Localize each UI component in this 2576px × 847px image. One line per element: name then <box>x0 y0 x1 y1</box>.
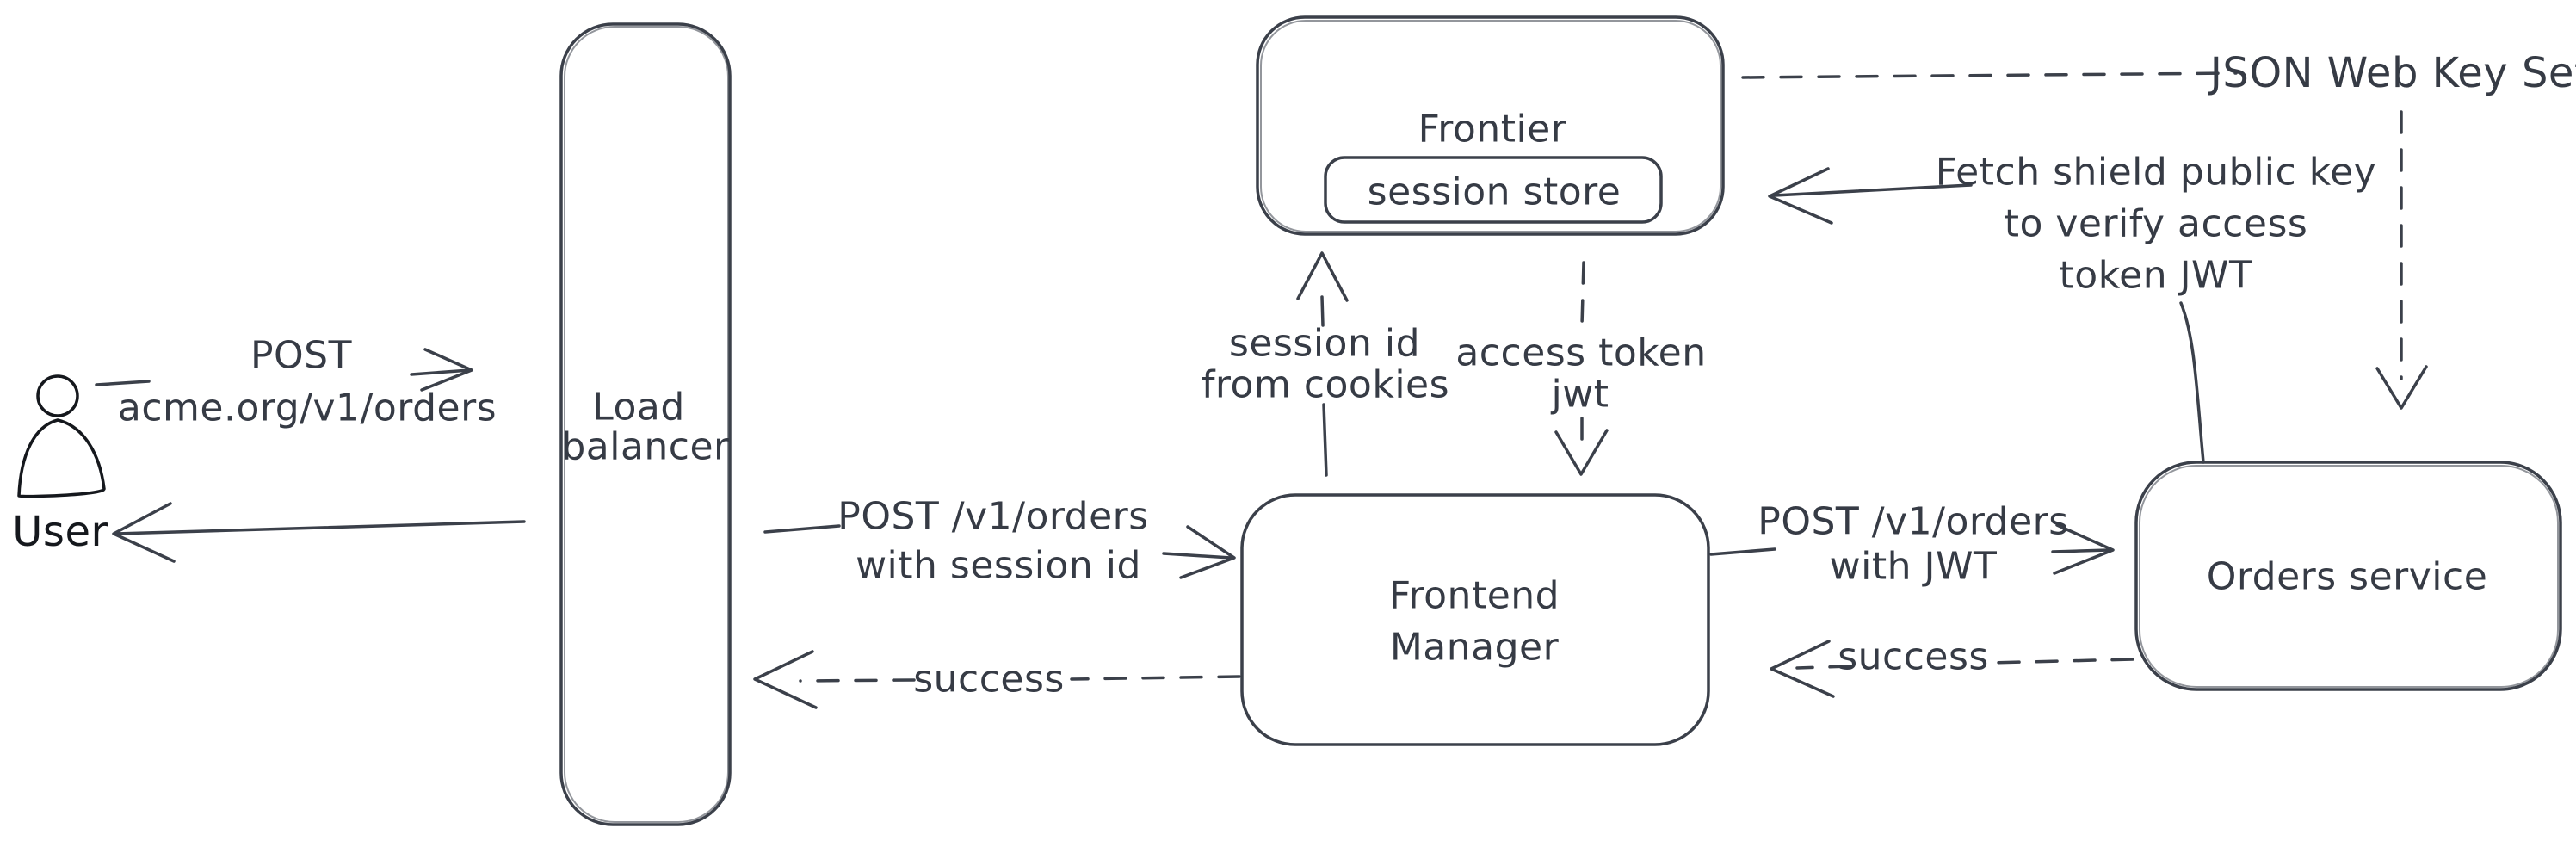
orders-service-label: Orders service <box>2207 555 2488 599</box>
edge-label: POST /v1/orders <box>1757 500 2068 544</box>
edge-label: POST /v1/orders <box>837 495 1148 539</box>
edge-label: token JWT <box>2060 254 2253 298</box>
arrow-load-balancer-to-frontend-manager: POST /v1/orders with session id <box>763 495 1236 588</box>
orders-service-node: Orders service <box>2134 461 2562 691</box>
jwks-label: JSON Web Key Set <box>2208 49 2576 97</box>
arrowhead-right-icon <box>420 348 473 392</box>
arrow-orders-service-to-frontier: Fetch shield public key to verify access… <box>1768 151 2376 464</box>
frontier-node: Frontier session store <box>1256 15 1725 236</box>
arrow-frontend-manager-to-frontier: session id from cookies <box>1202 251 1449 477</box>
edge-label: acme.org/v1/orders <box>118 386 497 430</box>
arrowhead-left-icon <box>1770 640 1835 698</box>
edge-label: session id <box>1229 322 1420 366</box>
frontier-label: Frontier <box>1418 108 1567 151</box>
frontend-manager-label-line1: Frontend <box>1389 574 1560 618</box>
edge-label: access token <box>1455 331 1706 375</box>
user-label: User <box>12 508 108 556</box>
edge-label: POST <box>250 334 352 378</box>
edge-label: with session id <box>856 544 1141 588</box>
arrowhead-left-icon <box>753 650 818 709</box>
load-balancer-label-line1: Load <box>592 386 685 430</box>
arrowhead-right-icon <box>2053 523 2115 575</box>
arrow-frontier-to-frontend-manager: access token jwt <box>1455 261 1706 476</box>
load-balancer-node: Load balancer <box>559 22 732 826</box>
arrowhead-left-icon <box>112 502 176 563</box>
arrow-orders-service-to-frontend-manager-success: success <box>1770 635 2134 698</box>
frontend-manager-label-line2: Manager <box>1390 626 1560 670</box>
frontend-manager-node: Frontend Manager <box>1240 493 1710 746</box>
edge-label: success <box>1838 635 1989 679</box>
user-icon <box>17 374 106 498</box>
edge-label: Fetch shield public key <box>1936 151 2376 195</box>
edge-label: with JWT <box>1830 545 1998 589</box>
arrowhead-down-icon <box>1554 429 1609 476</box>
load-balancer-label-line2: balancer <box>561 425 730 469</box>
session-store-label: session store <box>1368 170 1622 214</box>
edge-label: from cookies <box>1202 363 1449 407</box>
session-store-node: session store <box>1324 156 1663 224</box>
arrow-load-balancer-to-user <box>112 502 526 563</box>
arrow-user-to-load-balancer: POST acme.org/v1/orders <box>95 334 497 430</box>
edge-label: to verify access <box>2005 202 2308 246</box>
edge-label: jwt <box>1551 373 1609 417</box>
arrowhead-down-icon <box>2375 365 2428 410</box>
arrow-frontend-manager-to-orders-service: POST /v1/orders with JWT <box>1709 500 2115 589</box>
arrowhead-up-icon <box>1296 251 1349 302</box>
arrowhead-left-icon <box>1768 167 1833 225</box>
edge-label: success <box>913 658 1065 702</box>
user-node: User <box>12 374 108 556</box>
jwks-connector: JSON Web Key Set <box>1741 49 2576 410</box>
arrowhead-right-icon <box>1179 525 1236 579</box>
arrow-frontend-manager-to-load-balancer-success: success <box>753 650 1241 709</box>
